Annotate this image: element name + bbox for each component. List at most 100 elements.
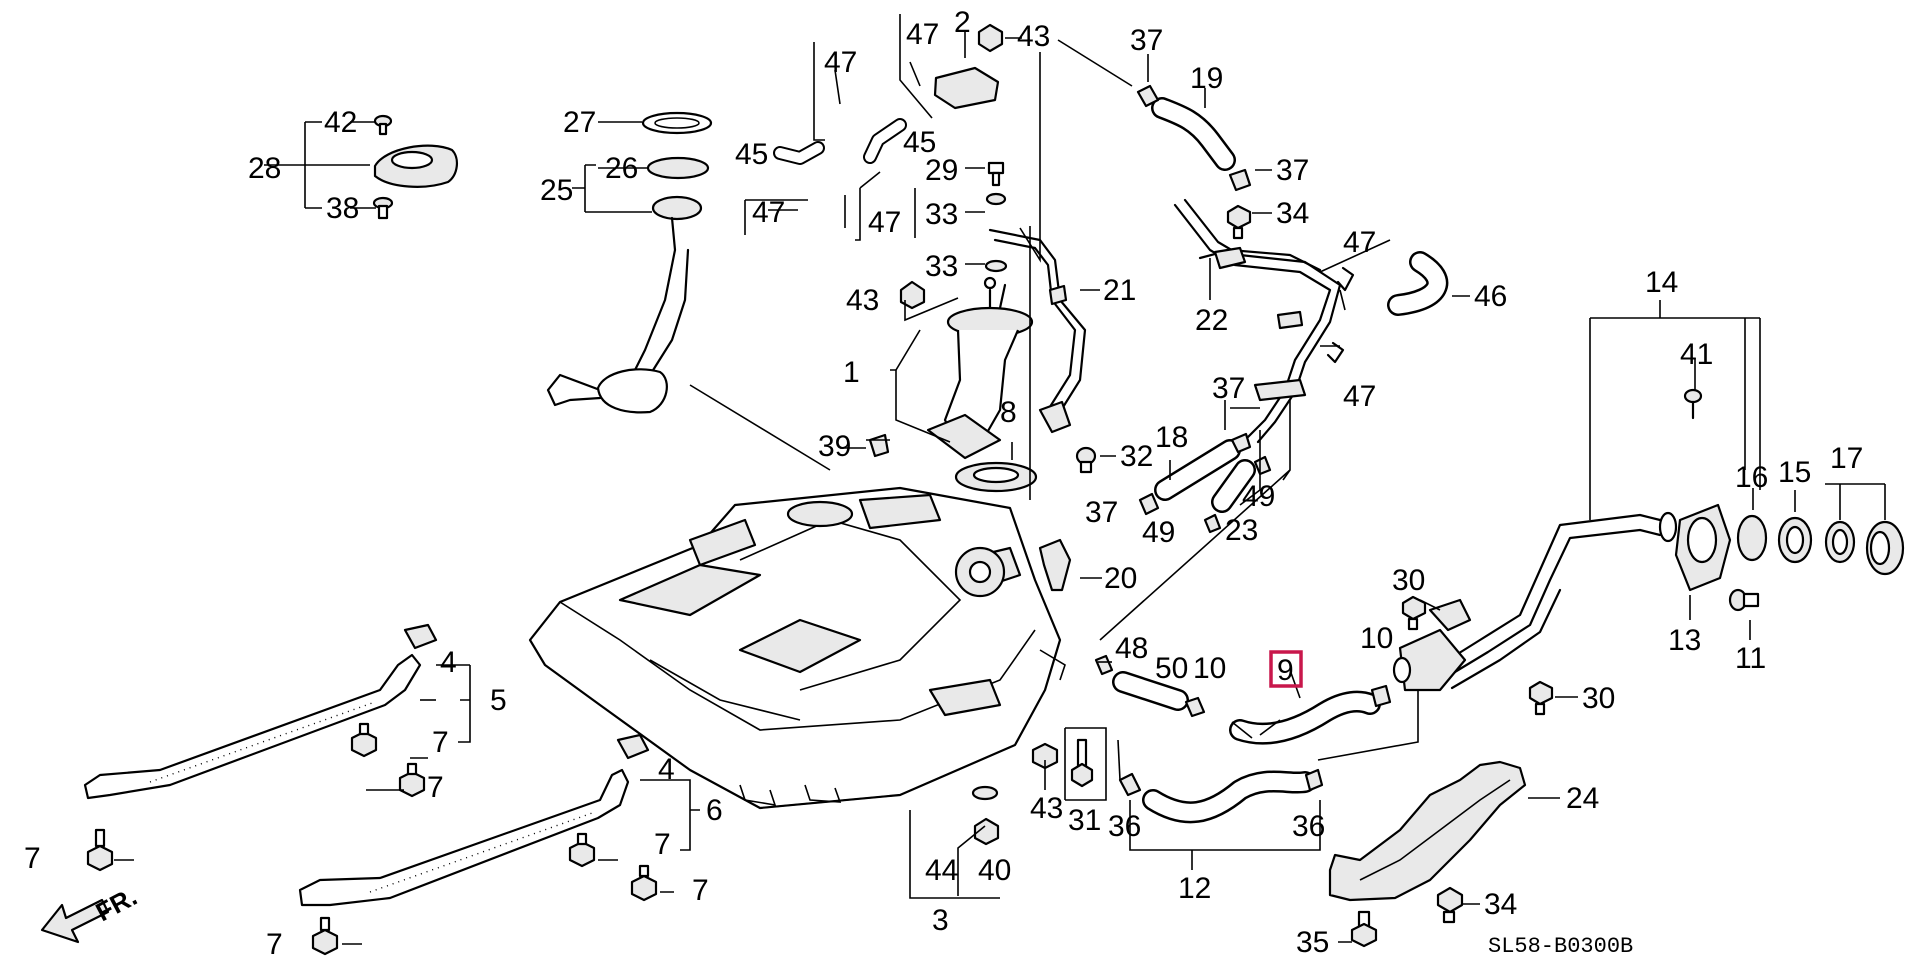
hose-12 — [1142, 770, 1316, 824]
bolt-7a — [350, 722, 378, 758]
bolt-29 — [987, 161, 1005, 187]
connector-20 — [1038, 538, 1072, 592]
callout-17: 17 — [1830, 442, 1863, 475]
clamp-49-a — [1203, 513, 1222, 534]
callout-49b: 49 — [1242, 480, 1275, 513]
callout-45a: 45 — [735, 138, 768, 171]
callout-14: 14 — [1645, 266, 1678, 299]
bolt-7e — [630, 864, 658, 902]
clamp-37-upper18 — [1230, 432, 1252, 454]
callout-18: 18 — [1155, 421, 1188, 454]
callout-27: 27 — [563, 106, 596, 139]
screw-41 — [1683, 388, 1703, 420]
callout-30b: 30 — [1582, 682, 1615, 715]
bolt-32 — [1075, 446, 1097, 474]
callout-1: 1 — [843, 356, 860, 389]
clip-47-right-a — [1336, 266, 1355, 292]
bolt-35 — [1350, 910, 1378, 948]
callout-7c: 7 — [24, 842, 41, 875]
callout-21: 21 — [1103, 274, 1136, 307]
fuel-gauge-unit — [546, 195, 703, 414]
washer-33-lower — [984, 259, 1008, 273]
callout-15: 15 — [1778, 456, 1811, 489]
bolt-11 — [1728, 588, 1760, 612]
callout-13: 13 — [1668, 624, 1701, 657]
callout-50: 50 — [1155, 652, 1188, 685]
callout-11: 11 — [1735, 642, 1766, 675]
clamp-37-hose18 — [1138, 492, 1160, 516]
callout-9-highlighted[interactable]: 9 — [1269, 650, 1303, 688]
callout-47c: 47 — [752, 196, 785, 229]
bolt-34-upper — [1226, 204, 1252, 240]
callout-40: 40 — [978, 854, 1011, 887]
nut-43-top — [977, 23, 1004, 53]
callout-37b: 37 — [1276, 154, 1309, 187]
callout-8: 8 — [1000, 396, 1017, 429]
clip-34-lower — [1436, 886, 1464, 924]
access-cover-28 — [373, 144, 458, 188]
pump-ring — [954, 461, 1038, 493]
clamp-36-right — [1304, 768, 1324, 792]
callout-6: 6 — [706, 794, 723, 827]
clamp-37-top — [1136, 84, 1160, 108]
callout-41: 41 — [1680, 338, 1713, 371]
callout-33a: 33 — [925, 198, 958, 231]
filler-pipe-14 — [1392, 511, 1678, 692]
leader-lines — [114, 14, 1886, 945]
callout-labels: 1 2 3 4 4 5 6 7 7 7 7 7 7 8 9 10 10 11 1… — [24, 6, 1863, 959]
splash-guard-24 — [1328, 760, 1527, 902]
bolt-38 — [372, 196, 394, 220]
strap-6 — [298, 733, 650, 907]
callout-7b: 7 — [427, 771, 444, 804]
callout-5: 5 — [490, 684, 507, 717]
callout-37d: 37 — [1085, 496, 1118, 529]
clip-39 — [868, 433, 890, 458]
hose-48 — [1112, 671, 1189, 711]
vapor-pipe-assembly-22 — [1173, 198, 1342, 444]
callout-19: 19 — [1190, 62, 1223, 95]
callout-31: 31 — [1068, 804, 1101, 837]
clamp-50 — [1094, 654, 1114, 676]
callout-46: 46 — [1474, 280, 1507, 313]
callout-33b: 33 — [925, 250, 958, 283]
drawing-code: SL58-B0300B — [1488, 934, 1633, 959]
bolt-7c — [86, 828, 114, 872]
callout-42: 42 — [324, 106, 357, 139]
callout-7e: 7 — [692, 874, 709, 907]
washer-44 — [971, 785, 999, 801]
strap-5 — [83, 623, 438, 800]
callout-30a: 30 — [1392, 564, 1425, 597]
hose-45-right — [863, 118, 907, 164]
callout-49a: 49 — [1142, 516, 1175, 549]
callout-43a: 43 — [1017, 20, 1050, 53]
callout-35: 35 — [1296, 926, 1329, 959]
hose-18 — [1154, 439, 1241, 501]
hose-46 — [1387, 251, 1449, 316]
callout-26: 26 — [605, 152, 638, 185]
callout-32: 32 — [1120, 440, 1153, 473]
callout-38: 38 — [326, 192, 359, 225]
tank-flange-ring — [954, 546, 1006, 598]
callout-45b: 45 — [903, 126, 936, 159]
callout-28: 28 — [248, 152, 281, 185]
bolt-30-lower — [1528, 680, 1554, 716]
bolt-7b — [398, 762, 426, 798]
callout-47d: 47 — [868, 206, 901, 239]
callout-12: 12 — [1178, 872, 1211, 905]
callout-37a: 37 — [1130, 24, 1163, 57]
bolt-42 — [373, 114, 393, 136]
clamp-10-left — [1184, 696, 1206, 718]
nut-43-lower — [1031, 742, 1059, 770]
callout-47a: 47 — [824, 46, 857, 79]
nut-43-pump — [899, 280, 926, 310]
callout-47f: 47 — [1343, 380, 1376, 413]
parts-artwork — [40, 23, 1905, 956]
front-direction-arrow — [40, 898, 110, 944]
clamp-49-b — [1253, 455, 1272, 476]
callout-34a: 34 — [1276, 197, 1309, 230]
callout-43c: 43 — [1030, 792, 1063, 825]
callout-43b: 43 — [846, 284, 879, 317]
callout-10a: 10 — [1193, 652, 1226, 685]
callout-9[interactable]: 9 — [1277, 654, 1294, 687]
